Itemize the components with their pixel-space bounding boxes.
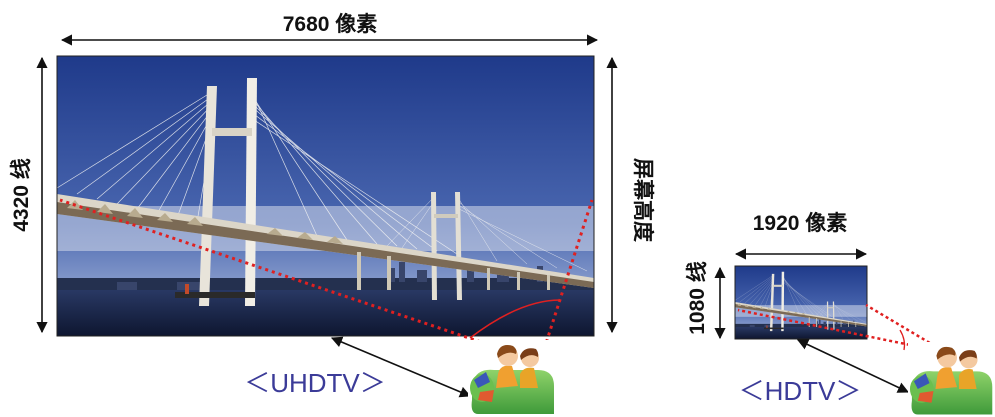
hdtv-viewing-angle-arc [899, 329, 906, 351]
hdtv-distance-arrow [796, 339, 910, 393]
uhdtv-width-label: 7680 像素 [283, 12, 378, 36]
hdtv-caption: ＜HDTV＞ [739, 376, 862, 406]
uhdtv-distance-arrow [330, 336, 472, 398]
uhdtv-height-label: 4320 线 [9, 158, 33, 232]
uhdtv-screen-photo [57, 56, 594, 336]
uhdtv-screen-frame [56, 55, 595, 337]
screen-height-label: 屏幕高度 [631, 158, 655, 242]
uhdtv-sight-line-bottom [59, 198, 541, 364]
viewers-on-sofa-icon [468, 340, 556, 416]
uhdtv-sight-line-top [538, 199, 594, 363]
hdtv-height-label: 1080 线 [685, 261, 709, 335]
hdtv-screen-frame [734, 265, 868, 340]
viewers-on-sofa-icon [908, 342, 995, 417]
hdtv-width-label: 1920 像素 [753, 211, 848, 235]
uhdtv-viewing-angle-arc [469, 299, 561, 339]
uhdtv-caption: ＜UHDTV＞ [244, 368, 386, 398]
hdtv-screen-photo [735, 266, 867, 339]
hdtv-sight-line-bottom [737, 308, 946, 354]
